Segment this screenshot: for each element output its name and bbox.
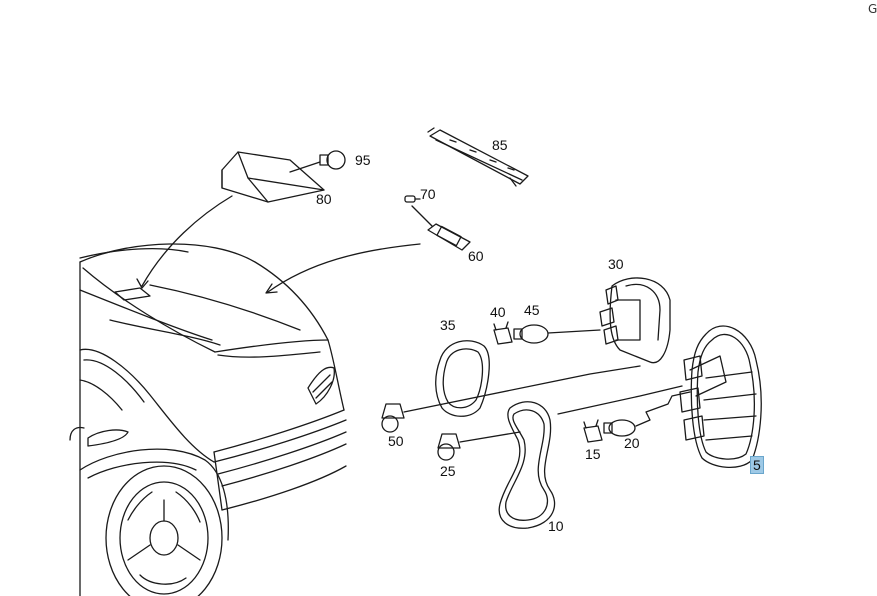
callout-60: 60 <box>468 248 484 264</box>
part-85-strip <box>427 127 529 187</box>
car-body <box>69 243 347 596</box>
part-80-brake-light <box>221 151 325 203</box>
callout-45: 45 <box>524 302 540 318</box>
corner-icon: G <box>868 2 877 16</box>
callout-85: 85 <box>492 137 508 153</box>
callout-5-highlighted: 5 <box>750 456 764 474</box>
part-60-lamp <box>411 205 471 251</box>
part-40-socket <box>493 321 513 345</box>
part-70-bulb <box>404 195 421 203</box>
callout-15: 15 <box>585 446 601 462</box>
callout-10: 10 <box>548 518 564 534</box>
part-20-bulb <box>603 391 691 437</box>
callout-30: 30 <box>608 256 624 272</box>
callout-70: 70 <box>420 186 436 202</box>
part-10-gasket <box>498 401 556 529</box>
callout-35: 35 <box>440 317 456 333</box>
part-5-tail-light <box>557 325 762 468</box>
callout-95: 95 <box>355 152 371 168</box>
callout-40: 40 <box>490 304 506 320</box>
pointer-arrows <box>136 195 421 294</box>
callout-50: 50 <box>388 433 404 449</box>
part-25-socket <box>437 431 521 461</box>
part-30-bulb-carrier <box>599 277 671 364</box>
callout-80: 80 <box>316 191 332 207</box>
part-45-bulb <box>513 324 601 344</box>
callout-20: 20 <box>624 435 640 451</box>
part-35-gasket <box>435 340 490 417</box>
part-15-socket <box>583 419 603 443</box>
part-50-socket <box>381 365 641 433</box>
callout-25: 25 <box>440 463 456 479</box>
part-95-bulb <box>289 150 346 173</box>
